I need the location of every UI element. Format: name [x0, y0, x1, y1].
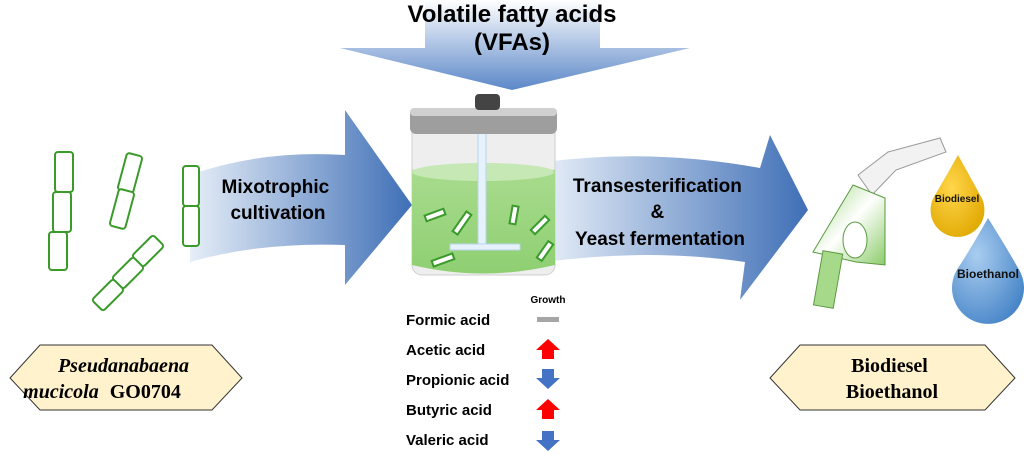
- organism-hexagon: [9, 344, 243, 411]
- acid-label: Propionic acid: [406, 372, 509, 389]
- acid-label: Valeric acid: [406, 432, 489, 449]
- organism-species: mucicola: [23, 381, 99, 403]
- growth-row: Valeric acid: [406, 431, 560, 451]
- vfa-down-arrow: [340, 0, 690, 90]
- bioethanol-drop-icon: [952, 218, 1024, 324]
- title-line1: Volatile fatty acids: [408, 1, 617, 28]
- bioethanol-drop-label: Bioethanol: [957, 267, 1019, 281]
- biodiesel-drop-label: Biodiesel: [935, 194, 980, 205]
- growth-row: Acetic acid: [406, 339, 560, 359]
- title-line2: (VFAs): [474, 29, 550, 56]
- organism-label: Pseudanabaena mucicola GO0704: [23, 355, 194, 403]
- fuel-nozzle-icon: [812, 137, 947, 309]
- conversion-arrow: [545, 135, 808, 300]
- acid-label: Acetic acid: [406, 342, 485, 359]
- products-line1: Biodiesel: [851, 355, 928, 377]
- arrow-down-icon: [536, 369, 560, 389]
- acid-label: Butyric acid: [406, 402, 492, 419]
- mixotrophic-line2: cultivation: [230, 203, 325, 224]
- products-label: Biodiesel Bioethanol: [846, 355, 939, 403]
- arrow-up-icon: [536, 399, 560, 419]
- conversion-label: Transesterification & Yeast fermentation: [573, 176, 747, 250]
- mixotrophic-label: Mixotrophic cultivation: [222, 177, 335, 224]
- arrow-up-icon: [536, 339, 560, 359]
- mixotrophic-line1: Mixotrophic: [222, 177, 330, 198]
- mixotrophic-arrow: [190, 110, 412, 285]
- growth-row: Butyric acid: [406, 399, 560, 419]
- growth-row: Propionic acid: [406, 369, 560, 389]
- biodiesel-drop-icon: [930, 155, 985, 237]
- products-hexagon: [769, 344, 1016, 411]
- growth-row: Formic acid: [406, 312, 559, 329]
- growth-header: Growth: [531, 295, 566, 306]
- products-line2: Bioethanol: [846, 381, 939, 403]
- organism-strain: GO0704: [110, 381, 181, 403]
- conversion-line3: Yeast fermentation: [575, 229, 745, 250]
- acid-label: Formic acid: [406, 312, 490, 329]
- arrow-down-icon: [536, 431, 560, 451]
- conversion-line2: &: [650, 202, 664, 223]
- cyanobacteria-filaments-icon: [48, 151, 200, 312]
- conversion-line1: Transesterification: [573, 176, 742, 197]
- organism-genus: Pseudanabaena: [57, 355, 189, 377]
- bioreactor-icon: [410, 94, 557, 276]
- no-change-icon: [537, 317, 559, 322]
